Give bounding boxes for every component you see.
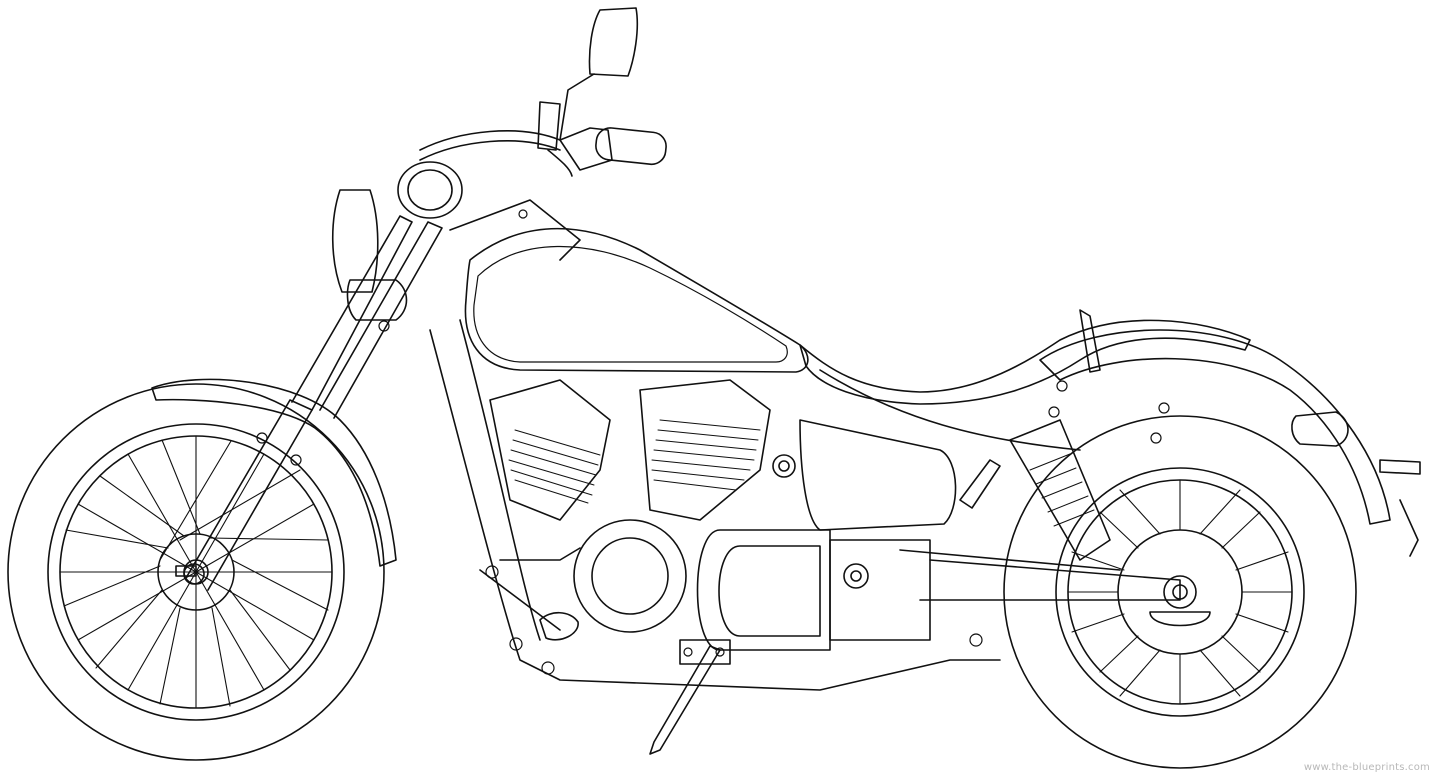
rear-shock	[959, 419, 1111, 561]
rear-fender	[1039, 329, 1391, 525]
front-fork	[175, 215, 443, 591]
fuel-tank	[464, 227, 809, 373]
frame	[429, 199, 1181, 691]
fuel-tank-badge	[473, 245, 788, 363]
tail-light	[1291, 411, 1421, 557]
headlight	[331, 161, 463, 321]
handlebar	[419, 7, 667, 177]
watermark-text: www.the-blueprints.com	[1303, 762, 1430, 773]
front-fender	[151, 378, 397, 567]
fender-strut	[1079, 309, 1101, 373]
front-wheel-spokes	[59, 435, 333, 709]
seat	[799, 319, 1251, 405]
front-wheel	[7, 383, 385, 761]
rear-wheel	[1003, 415, 1357, 769]
detail-bolts	[256, 209, 1170, 675]
side-cover	[799, 419, 957, 641]
engine	[489, 379, 831, 651]
cooling-fins	[508, 419, 761, 504]
kickstand	[539, 611, 731, 755]
rear-wheel-spokes	[1067, 479, 1293, 705]
